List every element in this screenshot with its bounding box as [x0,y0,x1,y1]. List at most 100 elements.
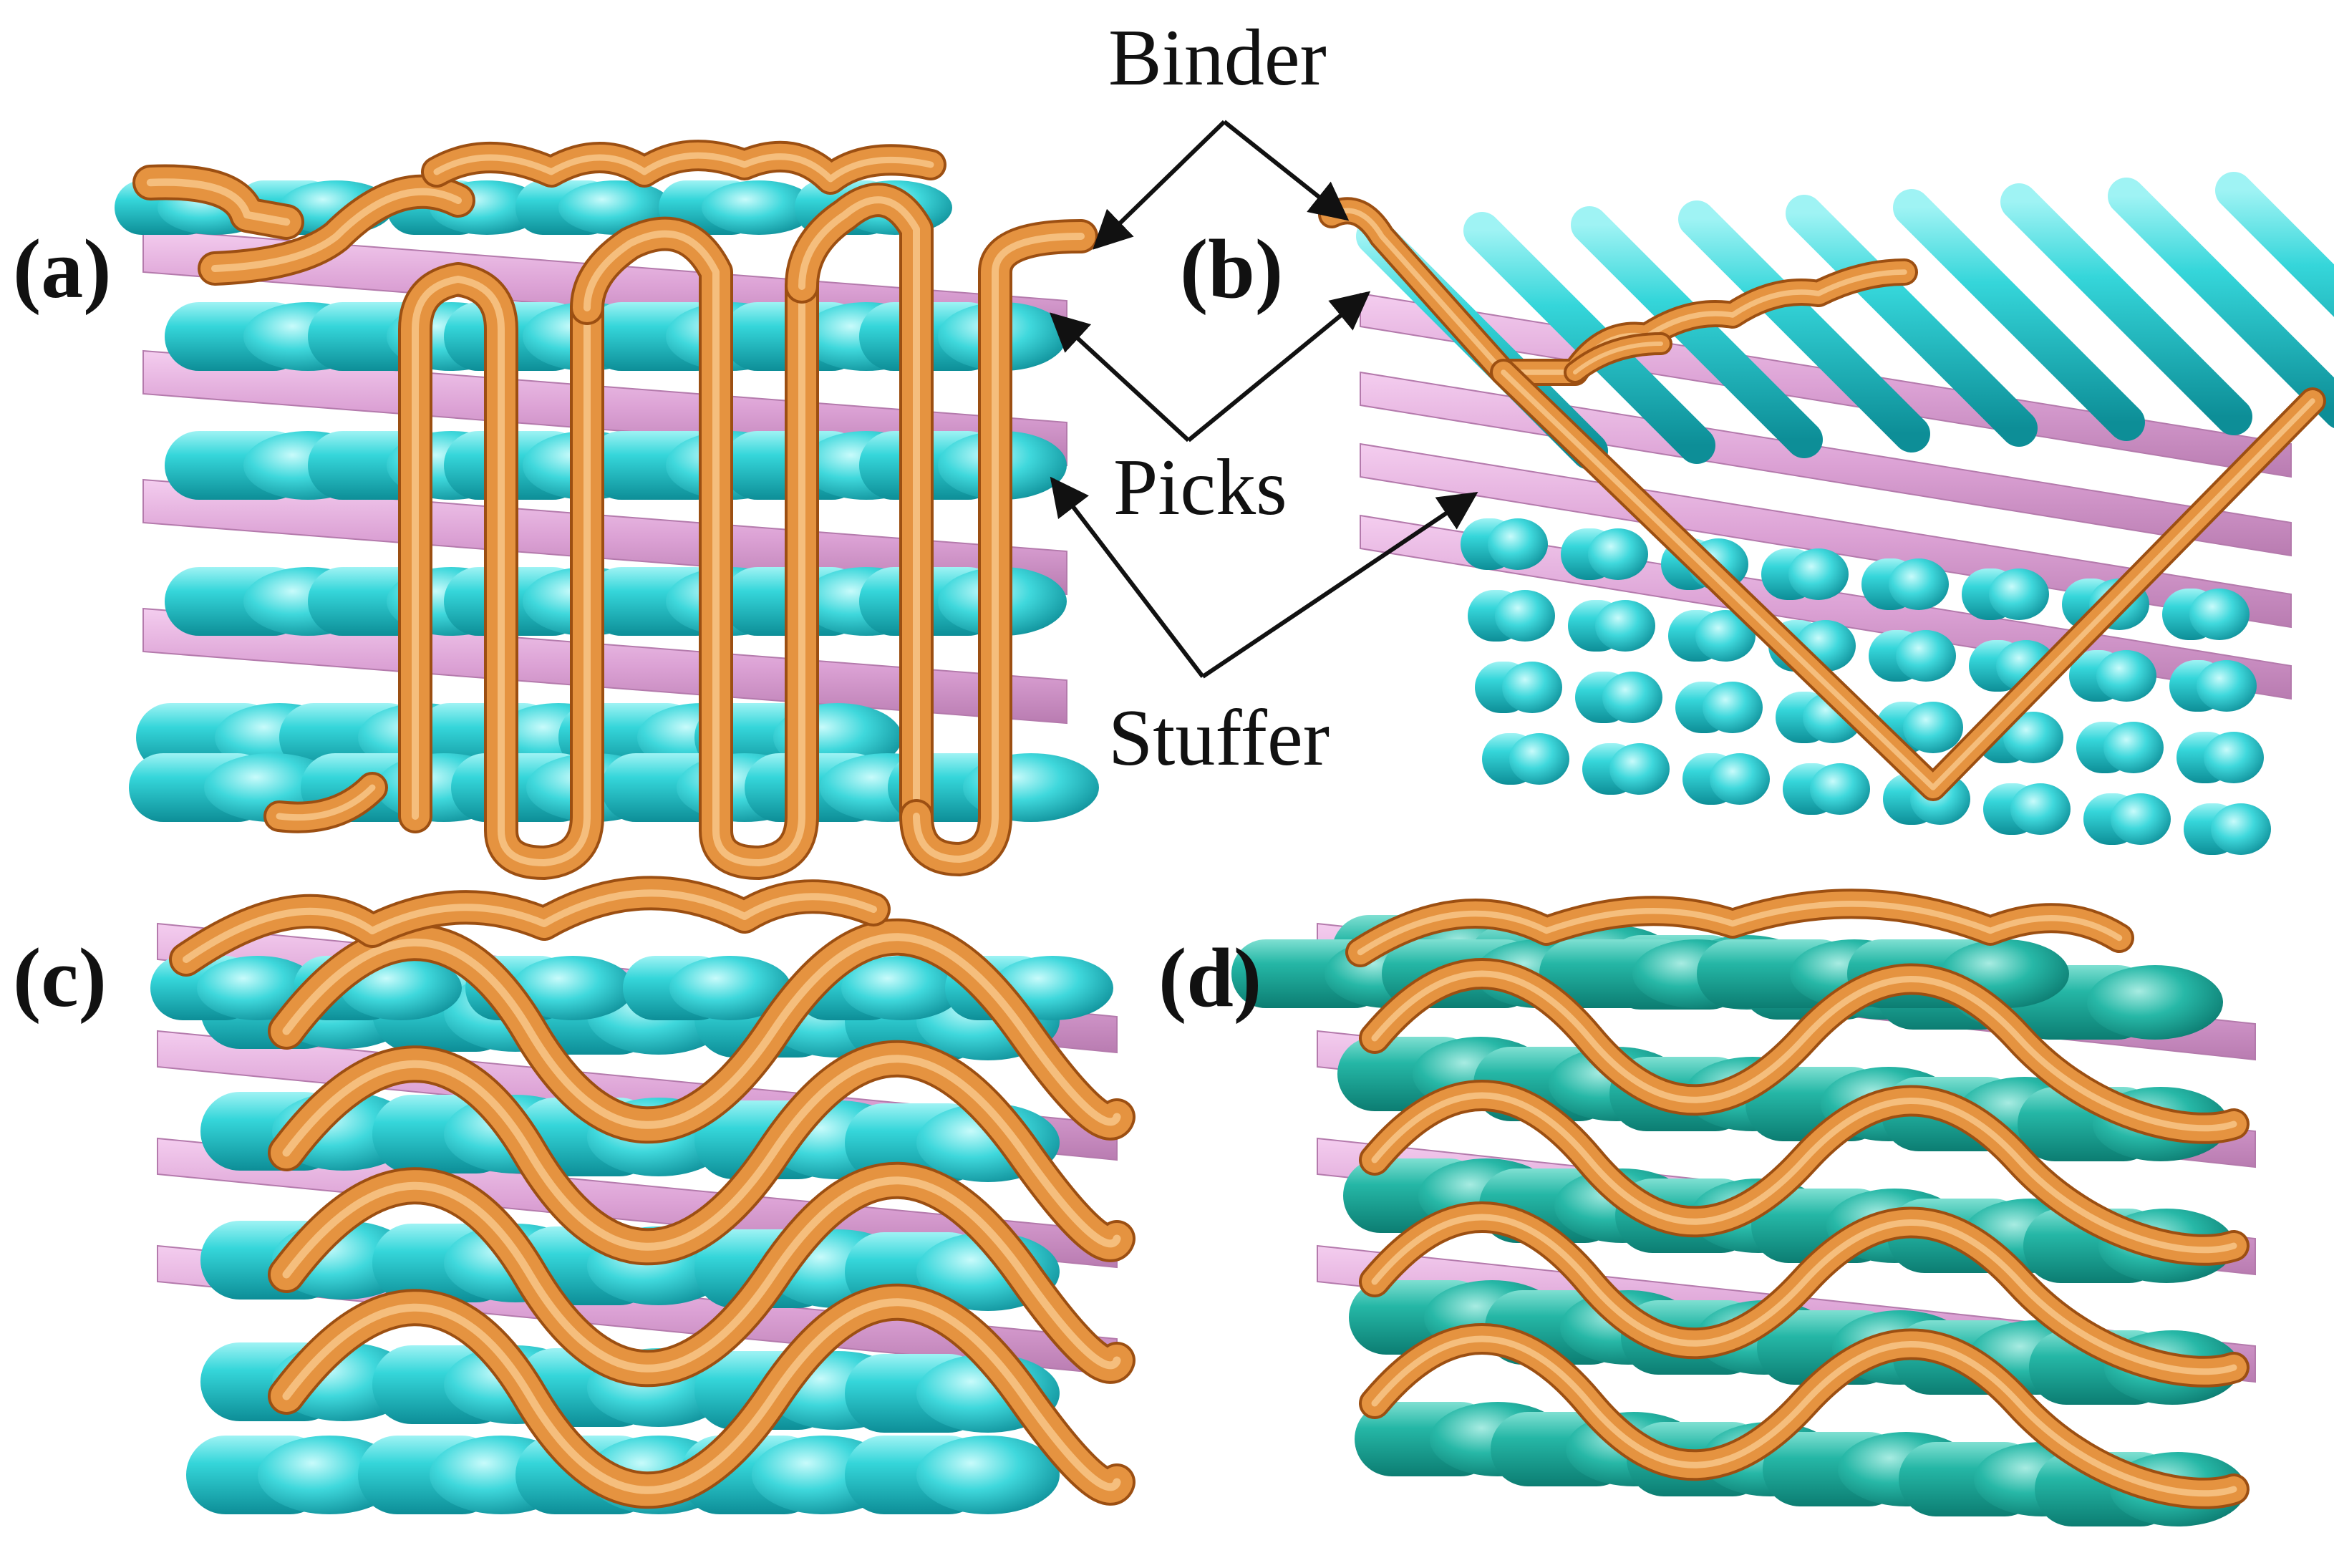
binder-yarn-highlight [798,196,920,820]
panel-a-illustration [115,140,1099,880]
binder-yarn [132,164,304,240]
panel-d-binder-yarns [1345,889,2250,1509]
binder-yarn-highlight [412,276,591,866]
pick-yarn [1983,783,2071,835]
panel-d-illustration [1231,889,2256,1526]
binder-yarn-highlight [913,233,1085,863]
binder-yarn [398,262,604,880]
stuffer-yarn [142,607,1067,725]
binder-yarn [785,183,934,833]
binder-yarn [268,1283,1135,1509]
panel-d-pick-yarns [1231,915,2246,1526]
binder-yarn [1359,1323,2250,1509]
binder-arrow-to-a [1093,120,1226,250]
pick-yarn-end [1695,610,1756,662]
pick-yarn [1482,733,1569,785]
binder-yarn-highlight [282,1298,1121,1494]
pick-yarn-end [1903,702,1963,753]
panel-b-label: (b) [1180,222,1283,316]
binder-yarn [1359,1201,2250,1388]
stuffer-arrow-to-b [1201,491,1478,679]
pick-yarn [1861,558,1949,610]
pick-yarn-end [1609,743,1670,795]
pick-yarn-end [1495,590,1555,642]
binder-yarn-highlight [146,178,291,226]
pick-yarn [1869,630,1956,682]
binder-yarn-highlight [1329,208,1907,375]
pick-yarn [1893,189,2145,441]
pick-yarn [1568,600,1655,652]
binder-yarn [570,216,819,880]
picks-callout-label: Picks [1113,443,1287,532]
pick-yarn-end [1509,733,1569,785]
binder-yarn [263,772,388,833]
picks-arrow-to-a [1050,312,1191,442]
pick-yarn-end [702,180,816,235]
panel-c-illustration [150,876,1135,1514]
binder-yarn-highlight [282,1176,1121,1373]
pick-yarn-end [2096,650,2156,702]
pick-yarn-end [1595,600,1655,652]
binder-yarn-highlight [1357,901,2123,956]
panel-b-illustration [1318,172,2334,855]
stuffer-yarn [142,478,1067,596]
stuffer-yarn [1360,442,2292,629]
binder-yarn-highlight [282,933,1121,1129]
binder-yarn [421,140,946,195]
pick-yarn [1776,692,1863,743]
binder-yarn [1359,1080,2250,1266]
binder-yarn [198,174,475,286]
pick-yarn [2083,793,2171,845]
panel-b-binder-yarns [1318,197,2326,801]
pick-yarn [2076,722,2164,773]
binder-yarn [1345,889,2134,967]
pick-yarn-end [1488,518,1548,570]
pick-yarn [2162,589,2250,640]
binder-yarn-highlight [211,188,462,272]
binder-yarn-highlight [1573,342,1663,374]
binder-yarn-highlight [433,152,934,183]
binder-yarn [268,918,1135,1144]
binder-arrow-to-b [1223,120,1350,221]
binder-yarn-highlight [1371,1335,2237,1497]
binder-yarn [268,1040,1135,1266]
pick-yarn [1678,200,1930,453]
pick-yarn-end [1788,548,1849,600]
pick-yarn-end [1889,558,1949,610]
pick-yarn [2215,172,2334,317]
picks-arrow-to-b [1187,291,1371,442]
pick-yarn [2169,660,2257,712]
pick-yarn-end [1710,753,1770,805]
pick-yarn [1682,753,1770,805]
pick-yarn-end [1703,682,1763,733]
pick-yarn-end [669,956,791,1020]
pick-yarn [1969,640,2056,692]
pick-yarn-end [2197,660,2257,712]
pick-yarn-end [2204,732,2264,783]
pick-yarn [859,567,1067,636]
binder-yarn [1359,958,2250,1144]
pick-yarn [859,431,1067,500]
callout-arrows [1050,120,1478,679]
pick-yarn [1571,206,1823,458]
pick-yarn [1675,682,1763,733]
binder-yarn-highlight [1501,369,2315,790]
pick-yarn-end [841,956,963,1020]
pick-yarn [2000,183,2252,435]
pick-yarn-end [1502,662,1562,713]
pick-yarn [859,302,1067,371]
panel-a-binder-yarns [132,140,1098,880]
pick-yarn [1461,518,1548,570]
pick-yarn [1582,743,1670,795]
pick-yarn-end [1602,672,1662,723]
pick-yarn [1561,528,1648,580]
pick-yarn [845,1436,1060,1514]
binder-yarn-highlight [584,230,805,866]
pick-yarn-end [2111,793,2171,845]
binder-yarn [1490,359,2326,801]
panel-d-label: (d) [1158,931,1262,1025]
pick-yarn-end [1989,568,2049,620]
binder-yarn [1318,197,1918,386]
pick-yarn-end [916,1436,1060,1514]
pick-yarn [1468,590,1555,642]
